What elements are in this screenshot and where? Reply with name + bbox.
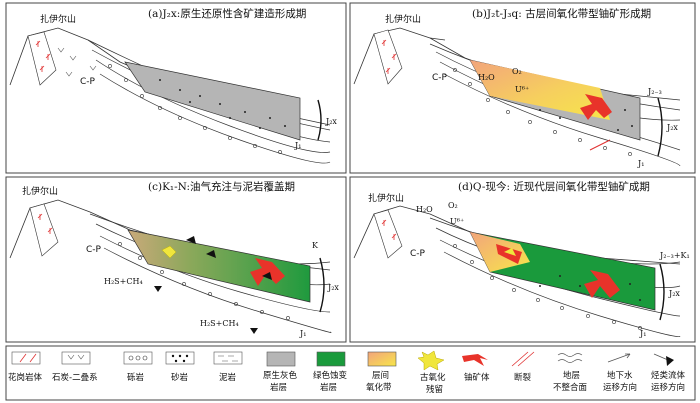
legend-label-grey: 原生灰色 <box>263 370 298 381</box>
panel-d-stratum-3: J₁ <box>639 329 646 338</box>
panel-b-h2o: H₂O <box>478 73 495 82</box>
legend-label-mudstone: 泥岩 <box>219 372 237 383</box>
legend-label-ore: 铀矿体 <box>464 372 490 383</box>
oxidation-zone <box>470 60 610 120</box>
green-altered-layer <box>127 229 311 303</box>
panel-d-h2o: H₂O <box>416 205 433 214</box>
legend-groundwater-symbol <box>607 353 631 363</box>
panel-a-stratum-1: J₂x <box>325 117 337 126</box>
panel-d-mountain: 扎伊尔山 <box>368 192 404 204</box>
legend-sandstone-symbol <box>165 351 195 365</box>
panel-b-u6: U⁶⁺ <box>515 85 529 94</box>
panel-b-title: (b)J₂t-J₃q: 古层间氧化带型铀矿形成期 <box>472 7 651 20</box>
legend-label-groundwater-2: 运移方向 <box>603 382 637 393</box>
legend-label-residue: 古氧化 <box>420 372 446 383</box>
panel-c-h2s-2: H₂S+CH₄ <box>200 319 239 328</box>
legend-label-green: 绿色蚀变 <box>313 370 348 381</box>
panel-d: (d)Q-现今: 近现代层间氧化带型铀矿成期 扎伊尔山 C-P H₂O O₂ U… <box>349 176 696 343</box>
panel-c-h2s-1: H₂S+CH₄ <box>104 277 143 286</box>
panel-c-cp: C-P <box>86 245 102 255</box>
legend-label-sandstone: 砂岩 <box>171 372 189 383</box>
panel-b-stratum-1: J₂₋₃ <box>647 87 662 96</box>
legend-label-granite: 花岗岩体 <box>8 372 43 383</box>
panel-a-mountain: 扎伊尔山 <box>40 13 76 25</box>
grey-layer <box>124 61 301 141</box>
panel-a-stratum-2: J₁ <box>294 141 301 150</box>
legend-label-oxid: 层间 <box>372 371 389 381</box>
panel-c-stratum-3: J₁ <box>299 329 306 338</box>
panel-d-o2: O₂ <box>448 201 458 210</box>
legend-green-symbol <box>316 351 346 367</box>
panel-a-title: (a)J₂x:原生还原性含矿建造形成期 <box>148 7 306 20</box>
legend-label-carb-perm: 石炭-二叠系 <box>52 372 98 383</box>
panel-d-stratum-1: J₂₋₃+K₁ <box>659 251 690 260</box>
ore-body <box>580 94 612 120</box>
legend-conglomerate-symbol <box>123 351 153 365</box>
panel-b-stratum-2: J₂x <box>666 123 678 132</box>
legend-label-hydrocarbon: 烃类流体 <box>651 370 686 381</box>
legend-label-groundwater: 地下水 <box>607 370 633 381</box>
panel-c-stratum-2: J₂x <box>327 283 339 292</box>
legend-residue-symbol <box>417 350 445 371</box>
legend-fault-symbol <box>511 351 535 367</box>
legend-carb-perm-symbol <box>61 351 91 365</box>
panel-a: (a)J₂x:原生还原性含矿建造形成期 扎伊尔山 C-P J₂x <box>5 2 347 174</box>
legend-label-fault: 断裂 <box>514 372 532 383</box>
legend-label-hydrocarbon-2: 运移方向 <box>651 382 685 393</box>
panel-d-cp: C-P <box>410 249 426 259</box>
legend: 花岗岩体 石炭-二叠系 砾岩 砂岩 泥岩 原生灰色 岩层 绿色蚀变 岩层 层间 … <box>5 345 696 401</box>
panel-c-stratum-1: K <box>312 241 319 250</box>
legend-hydrocarbon-symbol <box>653 353 674 366</box>
legend-grey-symbol <box>266 351 296 367</box>
panel-b-mountain: 扎伊尔山 <box>385 13 421 25</box>
panel-b: (b)J₂t-J₃q: 古层间氧化带型铀矿形成期 扎伊尔山 C-P H₂O O₂… <box>349 2 696 174</box>
legend-granite-symbol <box>11 351 41 365</box>
legend-mudstone-symbol <box>213 351 243 365</box>
panel-c: (c)K₁-N:油气充注与泥岩覆盖期 扎伊尔山 C-P H₂S+CH₄ H₂S+… <box>5 176 347 343</box>
legend-label-conglomerate: 砾岩 <box>127 372 145 383</box>
legend-oxid-symbol <box>367 351 397 367</box>
panel-b-stratum-3: J₁ <box>637 159 644 168</box>
panel-d-stratum-2: J₂x <box>668 289 680 298</box>
legend-label-grey-2: 岩层 <box>270 382 287 393</box>
panel-a-cp: C-P <box>80 77 96 87</box>
legend-label-unconf: 地层 <box>563 370 580 381</box>
legend-label-oxid-2: 氧化带 <box>366 382 392 393</box>
panel-b-o2: O₂ <box>512 67 522 76</box>
panel-d-title: (d)Q-现今: 近现代层间氧化带型铀矿成期 <box>458 180 650 193</box>
legend-label-residue-2: 残留 <box>426 384 443 395</box>
legend-unconf-symbol <box>557 353 583 363</box>
legend-label-unconf-2: 不整合面 <box>553 382 588 393</box>
panel-b-cp: C-P <box>432 73 448 83</box>
panel-c-title: (c)K₁-N:油气充注与泥岩覆盖期 <box>148 180 295 193</box>
panel-d-u6: U⁶⁺ <box>450 217 464 226</box>
legend-ore-symbol <box>462 354 488 366</box>
panel-c-mountain: 扎伊尔山 <box>22 185 58 197</box>
legend-label-green-2: 岩层 <box>320 382 337 393</box>
